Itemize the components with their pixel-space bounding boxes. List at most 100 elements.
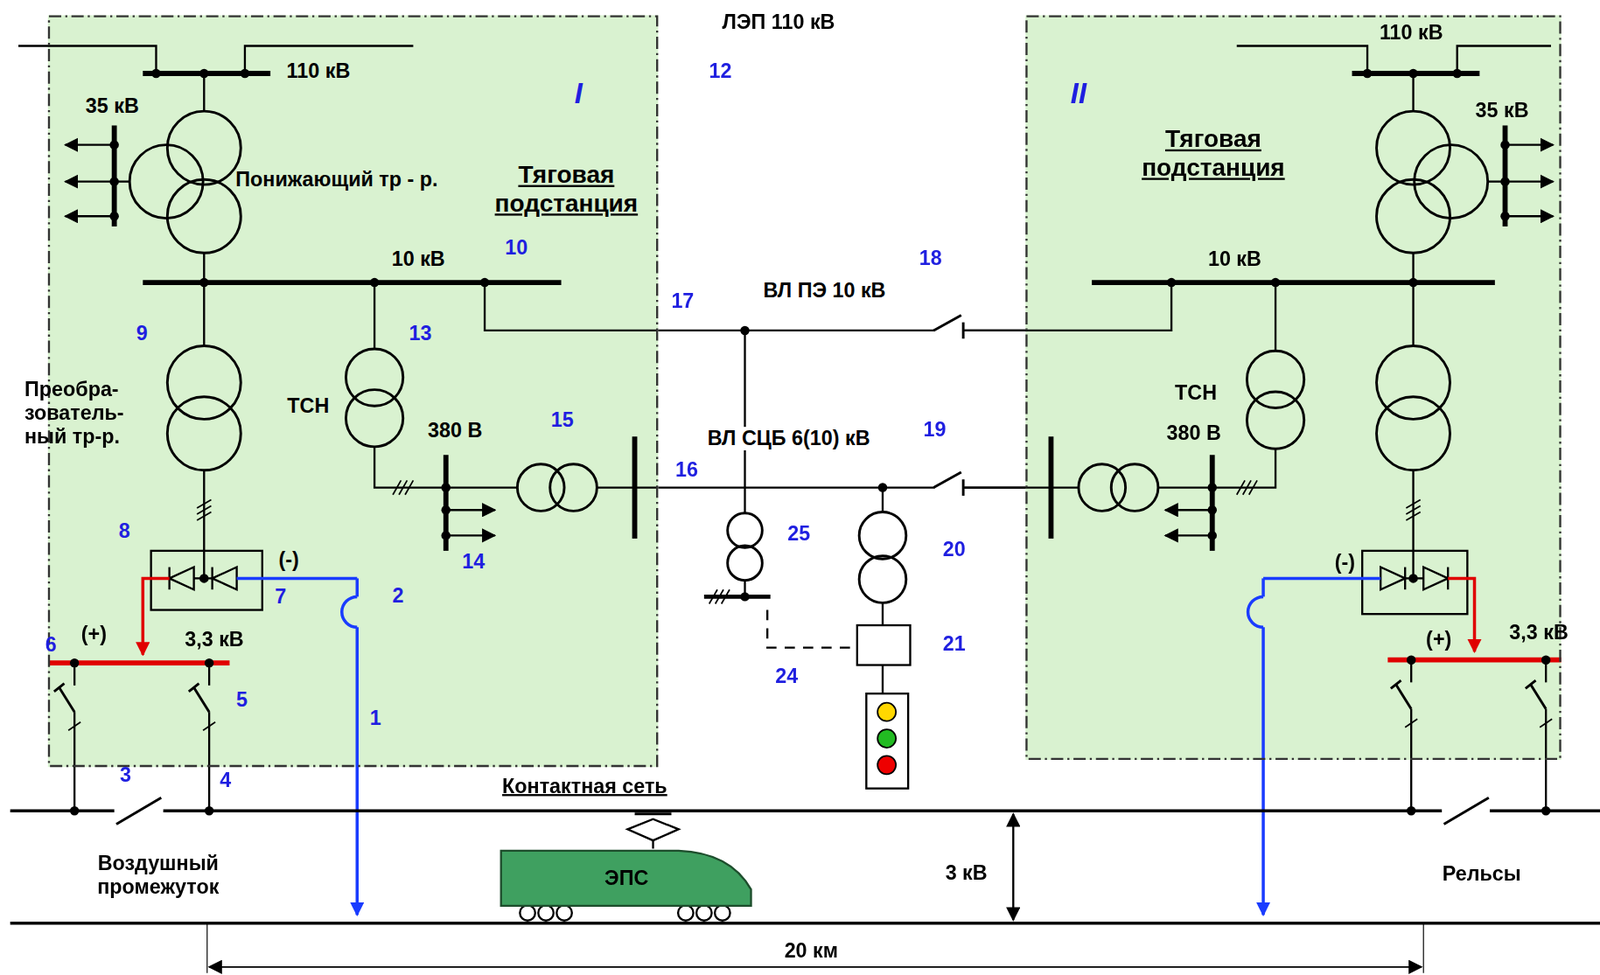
wire [446, 486, 518, 489]
extension-line [206, 923, 208, 974]
signal-lamp [877, 703, 896, 722]
annotation-label: (-) [278, 548, 299, 573]
annotation-label: 380 В [1166, 421, 1222, 446]
power-line [1457, 45, 1552, 73]
annotation-label: 3,3 кВ [1509, 621, 1568, 645]
positive-wire [142, 578, 169, 655]
wire [373, 282, 376, 350]
callout-number: 7 [274, 585, 287, 609]
annotation-label: ЛЭП 110 кВ [722, 10, 836, 35]
junction-dot [740, 326, 749, 336]
current-shunt [1248, 596, 1264, 628]
node-title: Тяговая подстанция [1124, 125, 1303, 182]
diode-symbol [1423, 567, 1448, 591]
callout-number: 16 [675, 458, 699, 483]
outgoing-line [446, 534, 496, 537]
callout-number: 15 [551, 408, 574, 433]
junction-dot [1408, 573, 1418, 583]
wheel [714, 905, 730, 921]
junction-dot [109, 176, 119, 186]
control-link [767, 610, 855, 649]
distance-dimension [209, 966, 1422, 969]
annotation-label: Понижающий тр - р. [234, 167, 439, 192]
callout-number: 10 [504, 236, 528, 260]
callout-number: 14 [461, 550, 485, 574]
pantograph [651, 840, 654, 849]
wire [881, 602, 884, 626]
junction-dot [1362, 69, 1372, 78]
disconnector [1396, 684, 1412, 710]
signal-lamp [877, 755, 896, 775]
junction-dot [740, 592, 749, 601]
wire [1411, 470, 1414, 580]
wire [1411, 282, 1414, 346]
diode-symbol [1380, 567, 1405, 591]
callout-number: 1 [370, 706, 382, 731]
diode-symbol [169, 567, 195, 591]
annotation-label: 3,3 кВ [184, 628, 244, 652]
callout-number: 18 [919, 246, 943, 271]
wire [881, 488, 884, 513]
disconnector [188, 684, 200, 692]
contact-wire [10, 810, 115, 813]
signal-lamp [877, 729, 896, 748]
callout-number: 17 [670, 289, 694, 314]
signal-head [866, 693, 909, 789]
pantograph [627, 819, 678, 841]
junction-dot [1500, 211, 1510, 221]
phase-marks [405, 480, 413, 495]
junction-dot [151, 69, 161, 78]
train-box: ЭПС [500, 848, 754, 909]
wire [596, 486, 658, 489]
annotation-label: 35 кВ [1475, 98, 1530, 123]
node-outline [48, 14, 659, 768]
wheel [556, 905, 572, 921]
junction-dot [199, 573, 209, 583]
annotation-label: Контактная сеть [502, 775, 668, 799]
callout-number: 25 [787, 522, 811, 546]
transformer-winding [727, 545, 763, 581]
transformer-winding [1110, 464, 1159, 512]
node-title: ЭПС [604, 866, 649, 891]
air-gap [116, 797, 161, 825]
return-feeder [1261, 627, 1265, 916]
contact-wire [163, 810, 1443, 813]
wire [202, 73, 205, 112]
region-border [1026, 16, 1560, 760]
junction-dot [204, 658, 214, 668]
negative-wire [1263, 577, 1381, 580]
callout-number: 9 [136, 321, 148, 346]
substation-number: II [1070, 77, 1087, 112]
node-title: Тяговая подстанция [476, 160, 656, 217]
region-border [48, 16, 657, 767]
junction-dot [109, 211, 119, 221]
annotation-label: 10 кВ [1208, 247, 1262, 272]
transformer-winding [1246, 391, 1304, 449]
air-gap [1444, 797, 1489, 825]
annotation-label: 110 кВ [1379, 20, 1444, 45]
outgoing-line [1165, 534, 1213, 537]
transformer-winding [1376, 397, 1451, 471]
callout-number: 8 [118, 519, 131, 544]
annotation-label: 35 кВ [85, 94, 140, 119]
wire [743, 330, 746, 514]
negative-wire [237, 577, 358, 580]
annotation-label: (+) [1425, 628, 1452, 652]
outgoing-line [1505, 215, 1554, 217]
busbar [1048, 436, 1055, 539]
callout-number: 6 [45, 633, 57, 657]
wire [1158, 486, 1213, 489]
callout-number: 12 [709, 59, 733, 84]
switch-blade [933, 314, 961, 330]
rail [10, 922, 1600, 925]
annotation-label: 3 кВ [945, 861, 988, 886]
junction-dot [240, 69, 250, 78]
wire [964, 282, 1172, 331]
wire [484, 282, 658, 331]
switch-contact [962, 322, 965, 340]
busbar [632, 436, 638, 539]
junction-dot [1452, 69, 1461, 78]
annotation-label: 380 В [427, 419, 483, 443]
wire [202, 470, 205, 580]
